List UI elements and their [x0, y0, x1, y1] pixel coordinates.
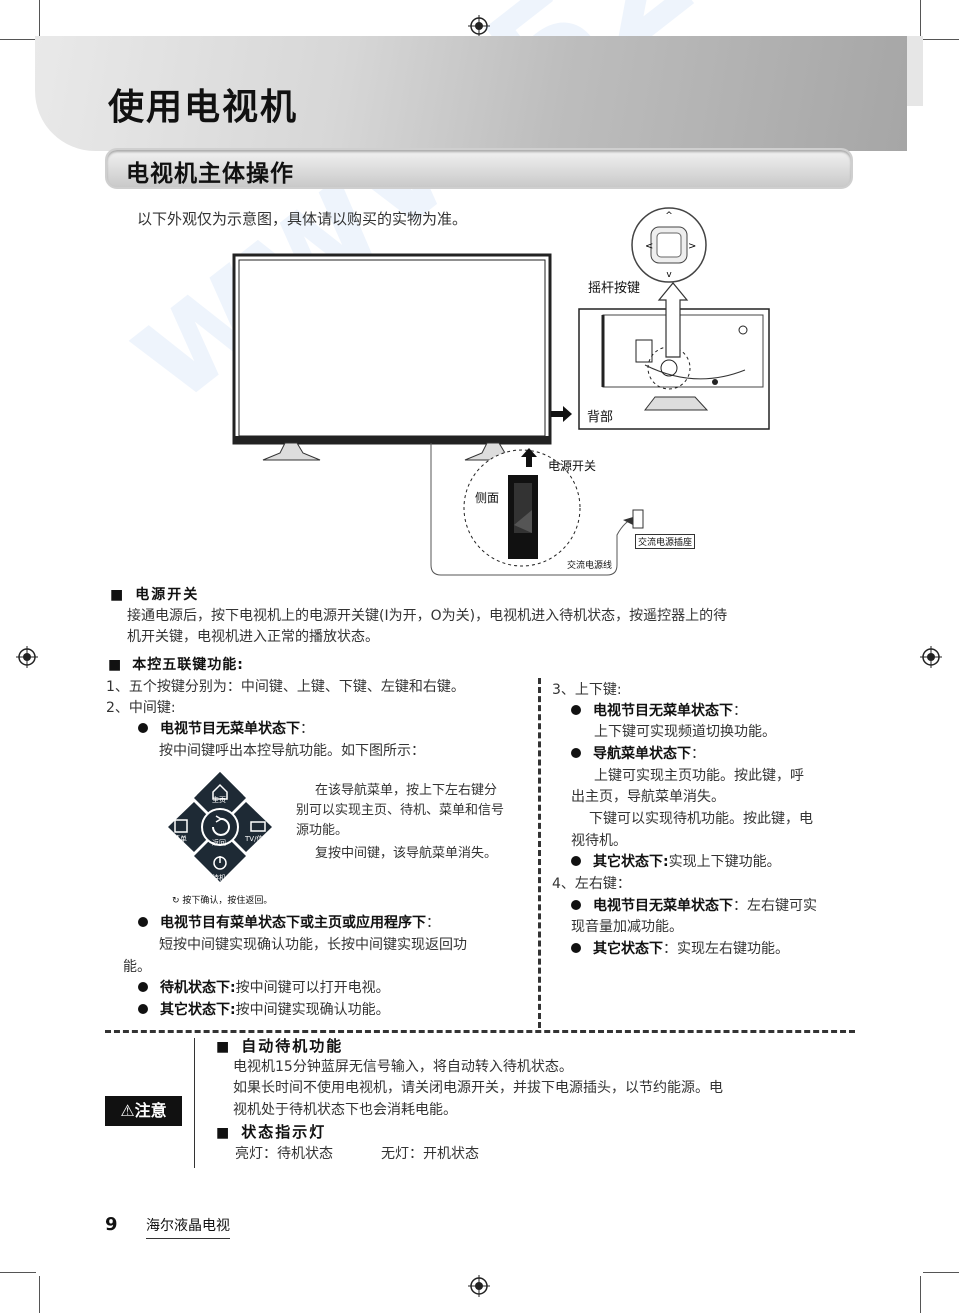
bullet-icon	[138, 917, 148, 927]
nav-desc-line4: 复按中间键，该导航菜单消失。	[315, 846, 498, 861]
bullet-b-text1: 短按中间键实现确认功能，长按中间键实现返回功	[159, 937, 467, 953]
nav-diamond-illustration	[168, 772, 272, 882]
crop-mark	[0, 1272, 36, 1273]
bullet-d-text: 按中间键实现确认功能。	[235, 1002, 390, 1018]
auto-standby-title: 自动待机功能	[216, 1036, 343, 1058]
power-text-line1: 接通电源后，按下电视机上的电源开关键(I为开，O为关)，电视机进入待机状态，按遥…	[127, 608, 728, 624]
indicator-on-text: 亮灯：待机状态	[235, 1146, 333, 1162]
bullet-b-title: 电视节目有菜单状态下或主页或应用程序下	[160, 915, 426, 931]
auto-standby-line1: 电视机15分钟蓝屏无信号输入，将自动转入待机状态。	[233, 1059, 573, 1075]
bullet-icon	[138, 982, 148, 992]
section-bar	[105, 148, 853, 189]
svg-text:^: ^	[665, 211, 673, 221]
five-key-item1: 1、五个按键分别为：中间键、上键、下键、左键和右键。	[106, 679, 465, 695]
five-key-title: 本控五联键功能:	[108, 655, 244, 676]
r5-title: 其它状态下	[593, 941, 663, 957]
nav-standby-label: 待机	[212, 874, 226, 882]
r2-text1: 上键可实现主页功能。按此键，呼	[594, 768, 804, 784]
bullet-b-text2: 能。	[123, 959, 151, 975]
r1-text: 上下键可实现频道切换功能。	[594, 724, 776, 740]
side-label: 侧面	[475, 491, 500, 505]
bullet-icon	[571, 943, 581, 953]
nav-menu-label: 菜单	[173, 835, 187, 843]
footer-brand: 海尔液晶电视	[146, 1215, 230, 1239]
registration-mark-icon	[468, 1275, 490, 1297]
registration-mark-icon	[16, 646, 38, 668]
bullet-icon	[571, 856, 581, 866]
r2-colon: ：	[691, 746, 705, 762]
svg-text:<: <	[645, 241, 653, 252]
bullet-a-text: 按中间键呼出本控导航功能。如下图所示：	[159, 743, 425, 759]
bullet-c-title: 待机状态下:	[160, 980, 236, 996]
page-title: 使用电视机	[108, 87, 299, 128]
bullet-icon	[571, 900, 581, 910]
return-icon: ↻	[172, 896, 183, 906]
bullet-d-title: 其它状态下:	[160, 1002, 236, 1018]
indicator-off-text: 无灯：开机状态	[381, 1146, 479, 1162]
joystick-label: 摇杆按键	[588, 281, 641, 296]
header-band	[35, 36, 923, 151]
crop-mark	[0, 39, 36, 40]
indicator-title: 状态指示灯	[216, 1122, 326, 1144]
bullet-c-text: 按中间键可以打开电视。	[235, 980, 390, 996]
r4-text1: ：左右键可实	[733, 898, 817, 914]
svg-text:v: v	[666, 270, 672, 280]
r4-title: 电视节目无菜单状态下	[593, 898, 733, 914]
crop-mark	[923, 1272, 959, 1273]
r1-title: 电视节目无菜单状态下	[593, 703, 733, 719]
nav-desc-line2: 别可以实现主页、待机、菜单和信号	[296, 803, 505, 818]
auto-standby-line2: 如果长时间不使用电视机，请关闭电源开关，并拔下电源插头，以节约能源。电	[233, 1080, 723, 1096]
r5-text: ：实现左右键功能。	[663, 941, 789, 957]
crop-mark	[923, 39, 959, 40]
svg-text:>: >	[688, 241, 696, 252]
right-item4: 4、左右键：	[552, 876, 631, 892]
registration-mark-icon	[468, 15, 490, 37]
bullet-a-colon: ：	[300, 721, 314, 737]
r4-text2: 现音量加减功能。	[571, 919, 683, 935]
crop-mark	[920, 1276, 921, 1313]
nav-desc-line3: 源功能。	[296, 823, 349, 838]
socket-label: 交流电源插座	[635, 534, 696, 549]
crop-mark	[39, 0, 40, 36]
bullet-icon	[138, 723, 148, 733]
auto-standby-line3: 视机处于待机状态下也会消耗电能。	[233, 1102, 457, 1118]
r1-colon: ：	[733, 703, 747, 719]
page-number: 9	[105, 1214, 118, 1235]
power-section-title: 电源开关	[110, 585, 199, 606]
bullet-b-colon: ：	[426, 915, 440, 931]
column-divider	[538, 678, 541, 1028]
r2-text2: 出主页，导航菜单消失。	[571, 789, 725, 805]
nav-tv-label: TV/信源	[245, 835, 271, 843]
power-text-line2: 机开关键，电视机进入正常的播放状态。	[127, 629, 379, 645]
section-title: 电视机主体操作	[126, 161, 294, 187]
registration-mark-icon	[920, 646, 942, 668]
nav-back-label: 返回	[212, 839, 226, 847]
nav-caption: ↻ 按下确认，按住返回。	[172, 896, 273, 906]
bullet-icon	[571, 748, 581, 758]
notice-rule	[194, 1038, 195, 1168]
section-divider	[105, 1030, 855, 1033]
r2-title: 导航菜单状态下	[593, 746, 691, 762]
bullet-icon	[138, 1004, 148, 1014]
crop-mark	[39, 1276, 40, 1313]
nav-desc-line1: 在该导航菜单，按上下左右键分	[315, 783, 498, 798]
five-key-item2: 2、中间键:	[106, 700, 176, 716]
r2-text3: 下键可以实现待机功能。按此键，电	[589, 811, 813, 827]
r3-text: 实现上下键功能。	[668, 854, 781, 870]
notice-badge: ⚠注意	[105, 1096, 182, 1126]
crop-mark	[920, 0, 921, 36]
bullet-a-title: 电视节目无菜单状态下	[160, 721, 300, 737]
power-switch-label: 电源开关	[548, 459, 597, 473]
intro-text: 以下外观仅为示意图，具体请以购买的实物为准。	[137, 210, 468, 228]
right-item3: 3、上下键:	[552, 682, 622, 698]
cord-label: 交流电源线	[567, 561, 613, 571]
bullet-icon	[571, 705, 581, 715]
nav-home-label: 主页	[212, 796, 226, 804]
back-label: 背部	[587, 410, 614, 425]
r2-text4: 视待机。	[571, 833, 627, 849]
tv-illustration: ^ v < >	[232, 207, 770, 576]
r3-title: 其它状态下:	[593, 854, 669, 870]
